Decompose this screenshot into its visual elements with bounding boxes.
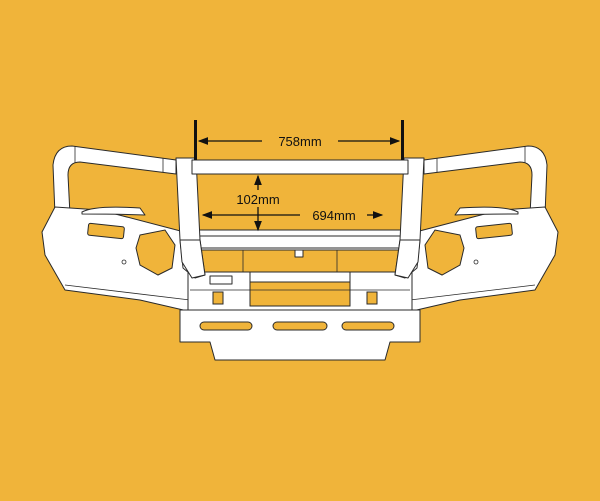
left-wing	[41, 206, 193, 313]
dimension-label-758: 758mm	[278, 134, 321, 149]
dimension-label-102: 102mm	[236, 192, 279, 207]
right-wing	[407, 206, 559, 313]
left-dimension-post	[194, 120, 197, 160]
skid-plate	[179, 309, 421, 361]
right-dimension-post	[401, 120, 404, 160]
center-bumper	[187, 229, 413, 311]
left-side-hoop	[52, 145, 177, 216]
top-crossbar	[191, 159, 409, 175]
dimension-label-694: 694mm	[312, 208, 355, 223]
right-upright	[394, 157, 425, 279]
right-side-hoop	[423, 145, 548, 216]
